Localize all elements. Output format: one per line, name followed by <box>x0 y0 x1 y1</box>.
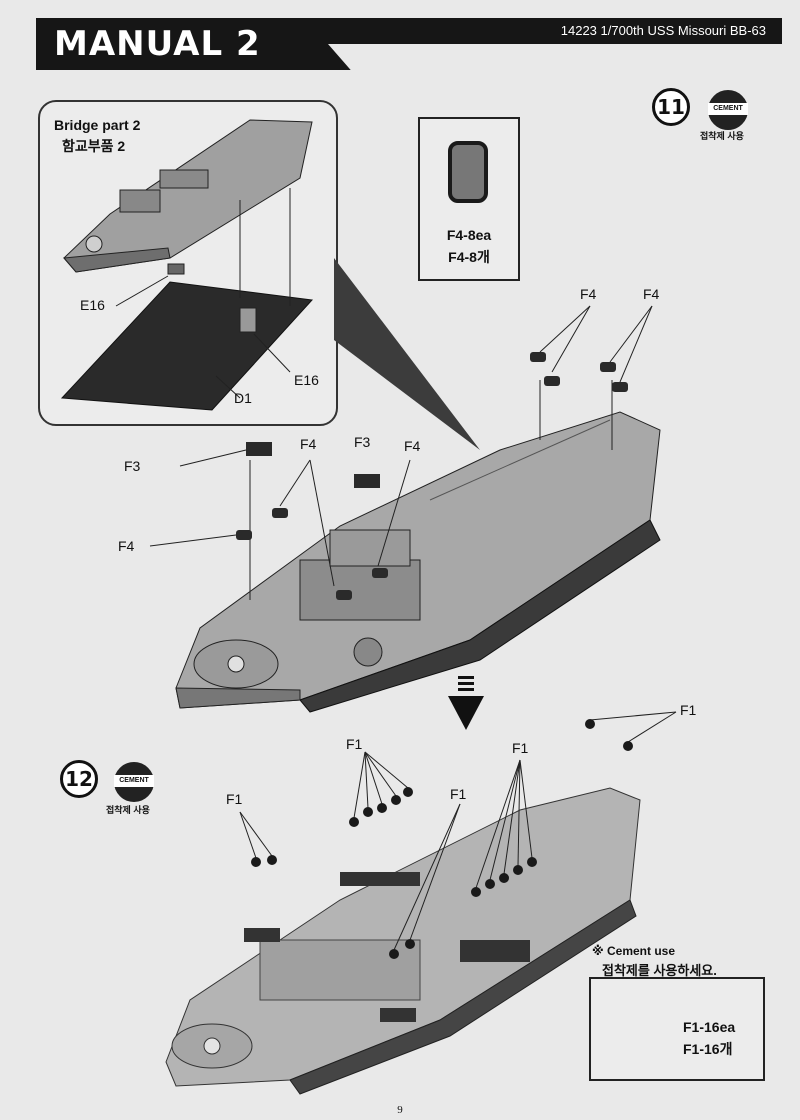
header-band <box>308 18 782 44</box>
label-f1-b: F1 <box>512 740 529 756</box>
label-f4-mid-b: F4 <box>404 438 421 454</box>
label-f4-mid-a: F4 <box>300 436 317 452</box>
callout-wedge <box>334 258 480 450</box>
step-11-number: 11 <box>652 88 690 126</box>
label-e16-left: E16 <box>80 297 105 313</box>
cement-icon: CEMENT <box>114 762 154 802</box>
manual-title: MANUAL 2 <box>54 24 261 64</box>
cement-text-11: 접착제 사용 <box>700 131 744 141</box>
page-number: 9 <box>397 1104 403 1116</box>
header-light-strip <box>328 44 782 70</box>
part-f1-box: F1-16ea F1-16개 <box>589 977 765 1081</box>
label-f1-left: F1 <box>226 791 243 807</box>
label-f3-left: F3 <box>124 458 141 474</box>
model-title: 14223 1/700th USS Missouri BB-63 <box>560 23 766 38</box>
page-header: MANUAL 2 14223 1/700th USS Missouri BB-6… <box>36 18 782 70</box>
cement-note-ko: 접착제를 사용하세요. <box>602 963 717 978</box>
label-f4-top-right: F4 <box>643 286 660 302</box>
part-f4-qty-en: F4-8ea <box>446 227 492 243</box>
part-f1-qty-ko: F1-16개 <box>683 1041 733 1057</box>
label-f4-top-left: F4 <box>580 286 597 302</box>
label-d1: D1 <box>234 390 252 406</box>
label-f1-top-right: F1 <box>680 702 697 718</box>
part-f1-qty-en: F1-16ea <box>683 1019 736 1035</box>
cement-text-12: 접착제 사용 <box>106 805 150 815</box>
next-step-arrow-icon <box>448 676 484 730</box>
inset-bridge-drawing <box>60 119 314 411</box>
label-e16-right: E16 <box>294 372 319 388</box>
step-12-number: 12 <box>60 760 98 798</box>
part-f4-qty-ko: F4-8개 <box>448 249 490 265</box>
cement-icon: CEMENT <box>708 90 748 130</box>
step12-f1-parts <box>251 719 633 959</box>
cement-badge-text: CEMENT <box>708 103 748 115</box>
step11-ship-drawing <box>149 305 661 713</box>
step12-leader-lines <box>239 711 677 951</box>
inset-title-en: Bridge part 2 <box>54 117 141 133</box>
label-f1-mid: F1 <box>450 786 467 802</box>
step12-ship-drawing <box>165 787 641 1095</box>
inset-title-ko: 함교부품 2 <box>62 138 126 154</box>
part-f4-box: F4-8ea F4-8개 <box>418 117 520 281</box>
label-f4-left: F4 <box>118 538 135 554</box>
part-f4-icon <box>448 141 488 203</box>
cement-badge-text: CEMENT <box>114 775 154 787</box>
cement-note-en: ※ Cement use <box>592 944 676 958</box>
label-f3-mid: F3 <box>354 434 371 450</box>
label-f1-a: F1 <box>346 736 363 752</box>
